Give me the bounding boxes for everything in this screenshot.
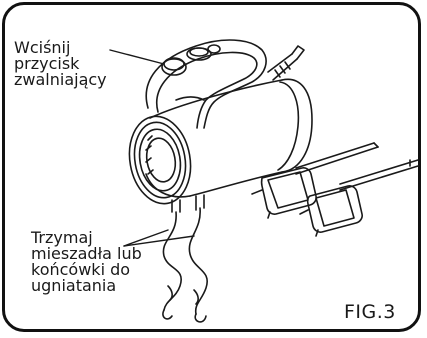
power-cord bbox=[268, 46, 304, 80]
mixer-handle bbox=[146, 40, 266, 128]
beater-left bbox=[252, 143, 378, 218]
callout-line: ugniatania bbox=[31, 278, 142, 294]
figure-label: FIG.3 bbox=[344, 301, 396, 323]
mixer-front-face bbox=[123, 111, 197, 208]
callout-line: zwalniający bbox=[14, 72, 107, 88]
motor-housing bbox=[146, 79, 312, 197]
leader-release-button bbox=[110, 50, 164, 64]
hold-beaters-callout: Trzymaj mieszadła lub końcówki do ugniat… bbox=[31, 230, 142, 294]
dough-hooks bbox=[163, 208, 207, 322]
leader-lines bbox=[110, 50, 194, 246]
release-button-callout: Wciśnij przycisk zwalniający bbox=[14, 40, 107, 88]
beater-right bbox=[300, 160, 418, 236]
hand-mixer bbox=[123, 40, 312, 212]
